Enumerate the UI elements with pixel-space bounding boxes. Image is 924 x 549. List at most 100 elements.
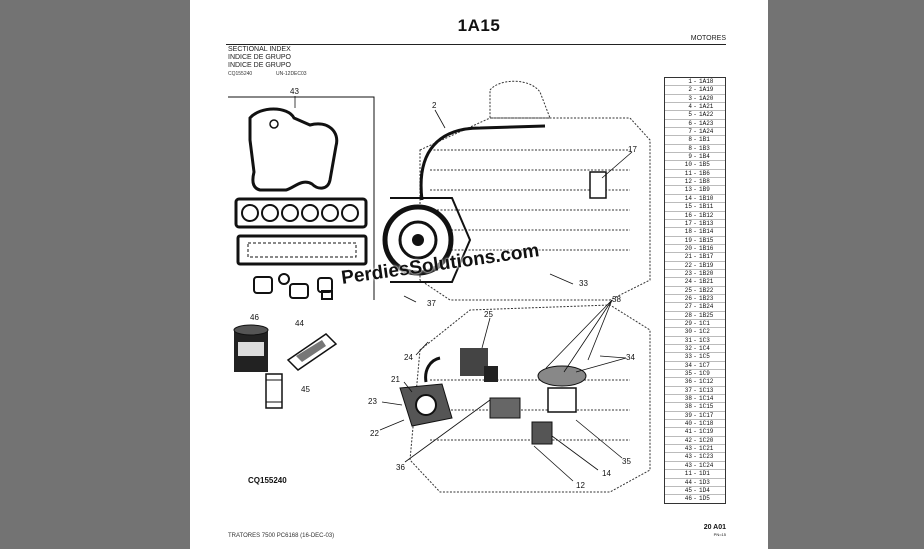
index-code: 1B11: [699, 203, 714, 211]
index-code: 1B25: [699, 311, 714, 319]
index-row: 5-1A22: [665, 111, 725, 120]
index-dash: -: [693, 78, 697, 85]
index-dash: -: [693, 161, 697, 169]
index-row: 1-1A18: [665, 78, 725, 87]
index-code: 1A23: [699, 119, 714, 127]
index-dash: -: [693, 244, 697, 252]
oil-filter-label: [238, 342, 264, 356]
index-code: 1D5: [699, 495, 710, 503]
index-dash: -: [693, 428, 697, 436]
index-row: 9-1B4: [665, 153, 725, 162]
index-number: 24: [684, 278, 692, 286]
index-number: 14: [684, 194, 692, 202]
oil-pan-gasket-inner: [247, 242, 357, 258]
fuel-filter-17: [589, 171, 607, 199]
index-dash: -: [693, 453, 697, 461]
callout-34: 34: [626, 353, 635, 362]
index-code: 1C21: [699, 445, 714, 453]
index-dash: -: [693, 169, 697, 177]
index-code: 1B19: [699, 261, 714, 269]
index-row: 7-1A24: [665, 128, 725, 137]
index-code: 1C12: [699, 378, 714, 386]
index-number: 27: [684, 303, 692, 311]
index-row: 28-1B25: [665, 312, 725, 320]
index-code: 1B12: [699, 211, 714, 219]
callout-12: 12: [576, 481, 585, 490]
index-row: 6-1A23: [665, 119, 725, 129]
index-dash: -: [693, 420, 697, 428]
index-code: 1B22: [699, 286, 714, 294]
fuel-filter-element: [265, 373, 283, 409]
index-number: 8: [688, 144, 692, 152]
footer-left: TRATORES 7500 PC6168 (16-DEC-03): [228, 533, 335, 539]
index-number: 23: [684, 269, 692, 277]
index-row: 36-1C12: [665, 378, 725, 387]
index-code: 1C5: [699, 353, 710, 361]
index-row: 32-1C4: [665, 345, 725, 354]
index-dash: -: [693, 436, 697, 444]
index-number: 1: [688, 78, 692, 85]
engine-block-lower: [409, 304, 651, 493]
index-row: 33-1C5: [665, 353, 725, 362]
index-code: 1B4: [699, 153, 710, 161]
index-code: 1C14: [699, 395, 714, 403]
index-code: 1B24: [699, 303, 714, 311]
index-code: 1C15: [699, 403, 714, 411]
index-row: 19-1B15: [665, 237, 725, 245]
index-dash: -: [693, 478, 697, 486]
index-number: 8: [688, 136, 692, 144]
index-dash: -: [693, 294, 697, 302]
index-dash: -: [693, 411, 697, 419]
index-code: 1B21: [699, 278, 714, 286]
index-code: 1C24: [699, 461, 714, 469]
index-code: 1C7: [699, 361, 710, 369]
index-code: 1C23: [699, 453, 714, 461]
index-number: 43: [684, 453, 692, 461]
header-line-3: INDICE DE GRUPO: [228, 62, 292, 69]
index-number: 32: [684, 345, 692, 352]
callout-23: 23: [368, 397, 377, 406]
index-number: 5: [688, 111, 692, 119]
index-number: 35: [684, 370, 692, 378]
index-code: 1C3: [699, 336, 710, 344]
index-number: 17: [684, 219, 692, 227]
section-label: MOTORES: [690, 35, 726, 42]
index-number: 16: [684, 211, 692, 219]
index-code: 1C1: [699, 319, 710, 327]
index-code: 1B8: [699, 178, 710, 186]
callout-14: 14: [602, 469, 611, 478]
index-row: 45-1D4: [665, 487, 725, 496]
footer-page-sub: PN=15: [713, 532, 726, 537]
index-dash: -: [693, 403, 697, 411]
index-number: 34: [684, 361, 692, 369]
index-dash: -: [693, 378, 697, 386]
head-gasket-bores: [241, 204, 359, 222]
index-row: 26-1B23: [665, 294, 725, 304]
index-dash: -: [693, 286, 697, 294]
oil-filter-top: [233, 324, 269, 336]
index-row: 38-1C15: [665, 403, 725, 412]
index-number: 28: [684, 311, 692, 319]
index-number: 6: [688, 119, 692, 127]
engine-exploded-illustration: 43 2 17 46 44 45 37 25 38 33 24 34 21 23…: [228, 80, 651, 493]
callout-37: 37: [427, 299, 436, 308]
index-dash: -: [693, 311, 697, 319]
page-title: 1A15: [457, 16, 501, 35]
index-number: 2: [688, 86, 692, 94]
index-row: 37-1C13: [665, 387, 725, 396]
index-dash: -: [693, 178, 697, 186]
index-code: 1B6: [699, 169, 710, 177]
index-dash: -: [693, 128, 697, 136]
index-dash: -: [693, 445, 697, 453]
callout-21: 21: [391, 375, 400, 384]
index-row: 25-1B22: [665, 287, 725, 295]
component-oil-cooler: [489, 397, 521, 419]
index-code: 1B5: [699, 161, 710, 169]
index-dash: -: [693, 328, 697, 336]
index-dash: -: [693, 194, 697, 202]
index-code: 1B3: [699, 144, 710, 152]
index-code: 1C18: [699, 420, 714, 428]
index-dash: -: [693, 94, 697, 102]
index-number: 11: [684, 470, 692, 478]
